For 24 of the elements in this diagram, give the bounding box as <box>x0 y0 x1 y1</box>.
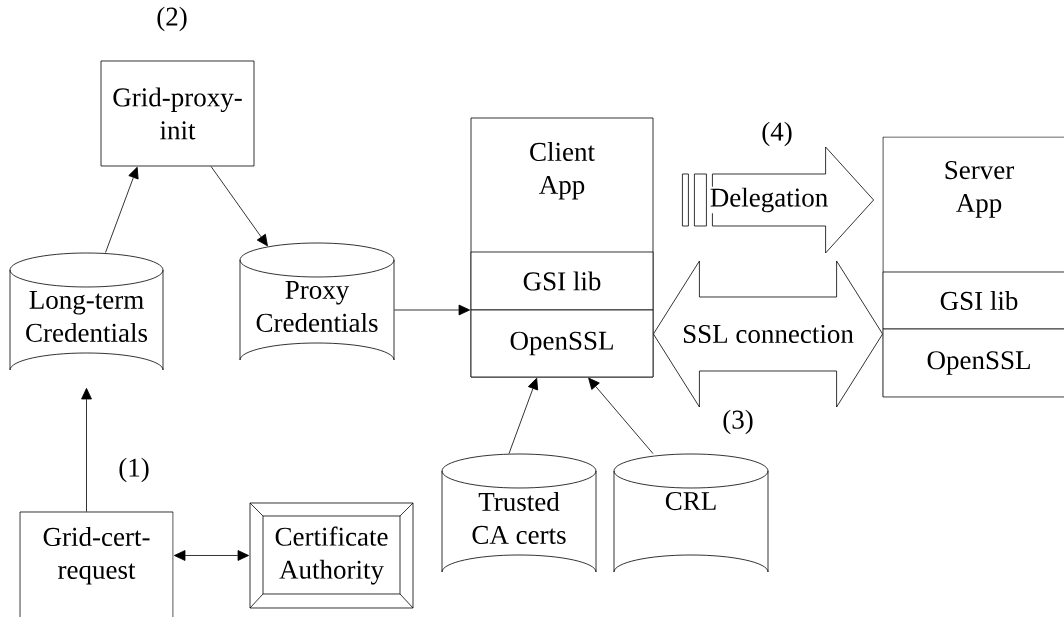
arrow <box>81 387 92 512</box>
arrow <box>588 377 654 454</box>
process-box: Grid-proxy-init <box>100 60 255 167</box>
callout-number: (4) <box>762 121 792 147</box>
database-cylinder: Long-term Credentials <box>9 252 164 371</box>
callout-number: (3) <box>723 409 753 435</box>
database-cylinder: Proxy Credentials <box>239 242 395 361</box>
arrow <box>173 550 250 561</box>
node-label: GSI lib <box>940 290 1018 310</box>
callout-number: (2) <box>157 6 187 32</box>
layer-box: GSI lib <box>470 251 654 311</box>
arrow <box>210 166 268 247</box>
process-box: Grid-cert-request <box>19 511 174 617</box>
layer-box: GSI lib <box>882 271 1064 330</box>
arrow <box>508 377 539 454</box>
callout-number: (1) <box>119 457 149 483</box>
edge-label: SSL connection <box>681 323 855 345</box>
arrow <box>105 166 139 253</box>
layer-box: OpenSSL <box>882 328 1064 398</box>
authority-box: Certificate Authority <box>249 502 414 609</box>
arrow <box>394 304 471 316</box>
database-cylinder: Trusted CA certs <box>441 453 597 573</box>
database-cylinder: CRL <box>613 453 769 573</box>
layer-box: OpenSSL <box>470 309 654 378</box>
